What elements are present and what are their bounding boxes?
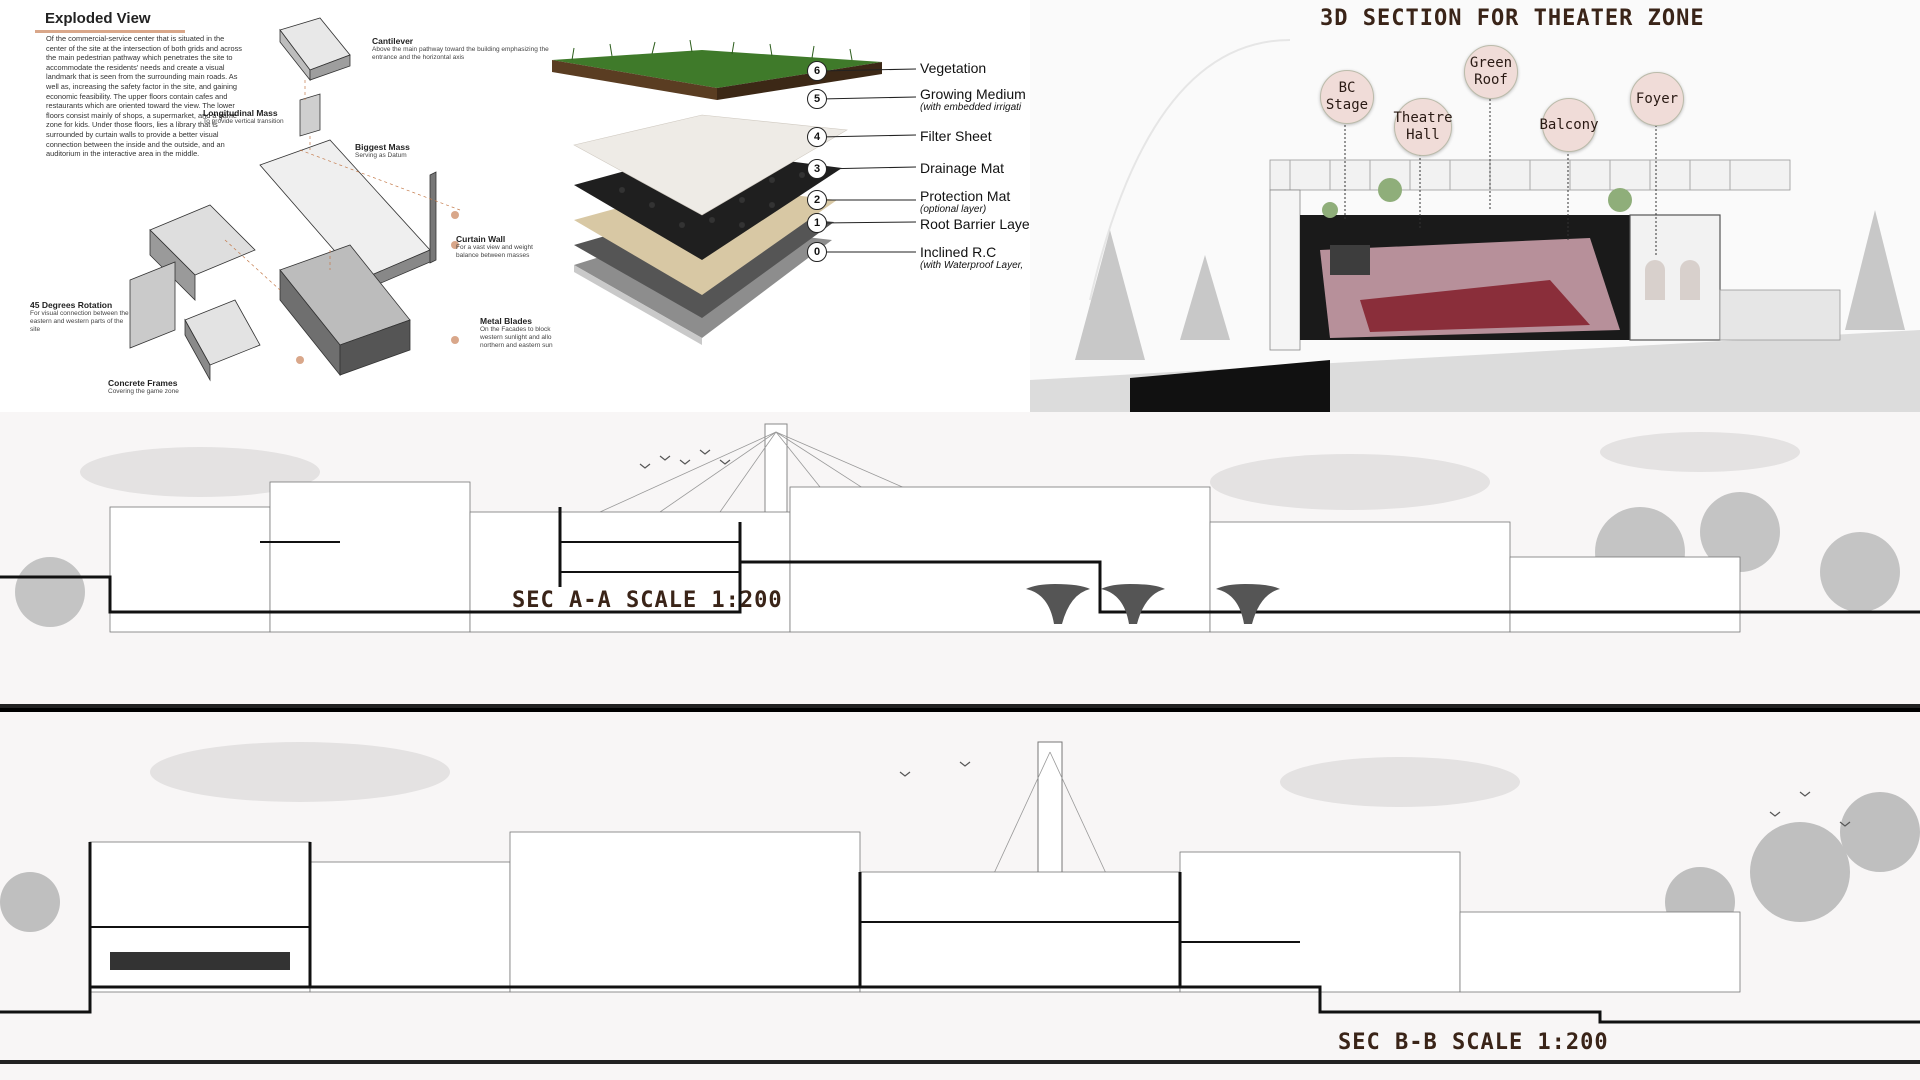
- layer-number-3: 3: [807, 159, 827, 179]
- green-roof-layer-stack: [552, 40, 917, 345]
- label-metal-blades: Metal Blades On the Facades to block wes…: [480, 316, 553, 349]
- layer-number-5: 5: [807, 89, 827, 109]
- label-biggest-mass: Biggest Mass Serving as Datum: [355, 142, 410, 159]
- layer-inclined-rc: Inclined R.C (with Waterproof Layer,: [920, 244, 1024, 271]
- layer-vegetation: Vegetation: [920, 60, 987, 76]
- label-cantilever: Cantilever Above the main pathway toward…: [372, 36, 549, 61]
- section-a-a-drawing: [0, 412, 1920, 712]
- layer-root-barrier: Root Barrier Laye: [920, 216, 1030, 232]
- bubble-balcony: Balcony: [1540, 98, 1599, 152]
- theater-section-title: 3D SECTION FOR THEATER ZONE: [1320, 6, 1705, 31]
- layer-number-2: 2: [807, 190, 827, 210]
- layer-protection-mat: Protection Mat (optional layer): [920, 188, 1011, 215]
- layer-number-6: 6: [807, 61, 827, 81]
- exploded-view-title: Exploded View: [35, 10, 185, 33]
- layer-number-4: 4: [807, 127, 827, 147]
- exploded-view-description: Of the commercial-service center that is…: [46, 34, 242, 159]
- label-45-degrees-rotation: 45 Degrees Rotation For visual connectio…: [30, 300, 129, 333]
- section-b-b-panel: SEC B-B SCALE 1:200: [0, 712, 1920, 1080]
- section-a-a-panel: SEC A-A SCALE 1:200: [0, 412, 1920, 712]
- layer-drainage-mat: Drainage Mat: [920, 160, 1005, 176]
- exploded-view-panel: Exploded View Of the commercial-service …: [0, 0, 556, 410]
- layer-filter-sheet: Filter Sheet: [920, 128, 992, 144]
- layer-growing-medium: Growing Medium (with embedded irrigati: [920, 86, 1026, 113]
- layer-number-0: 0: [807, 242, 827, 262]
- theater-3d-section-panel: 3D SECTION FOR THEATER ZONE: [1030, 0, 1920, 412]
- section-b-b-title: SEC B-B SCALE 1:200: [1338, 1030, 1609, 1055]
- bubble-green-roof: Green Roof: [1464, 45, 1518, 99]
- exploded-axonometric-drawing: [129, 17, 461, 382]
- label-curtain-wall: Curtain Wall For a vast view and weight …: [456, 234, 533, 259]
- theater-section-drawing: [1030, 39, 1920, 412]
- label-concrete-frames: Concrete Frames Covering the game zone: [108, 378, 179, 395]
- label-longitudinal-mass: Longitudinal Mass To provide vertical tr…: [203, 108, 284, 125]
- bubble-foyer: Foyer: [1630, 72, 1684, 126]
- bubble-bc-stage: BC Stage: [1320, 70, 1374, 124]
- bubble-theatre-hall: Theatre Hall: [1394, 98, 1453, 156]
- section-a-a-title: SEC A-A SCALE 1:200: [512, 588, 783, 613]
- section-b-b-drawing: [0, 712, 1920, 1080]
- green-roof-layers-diagram: 6 5 4 3 2 1 0 Vegetation Growing Medium …: [552, 40, 1032, 370]
- layer-number-1: 1: [807, 213, 827, 233]
